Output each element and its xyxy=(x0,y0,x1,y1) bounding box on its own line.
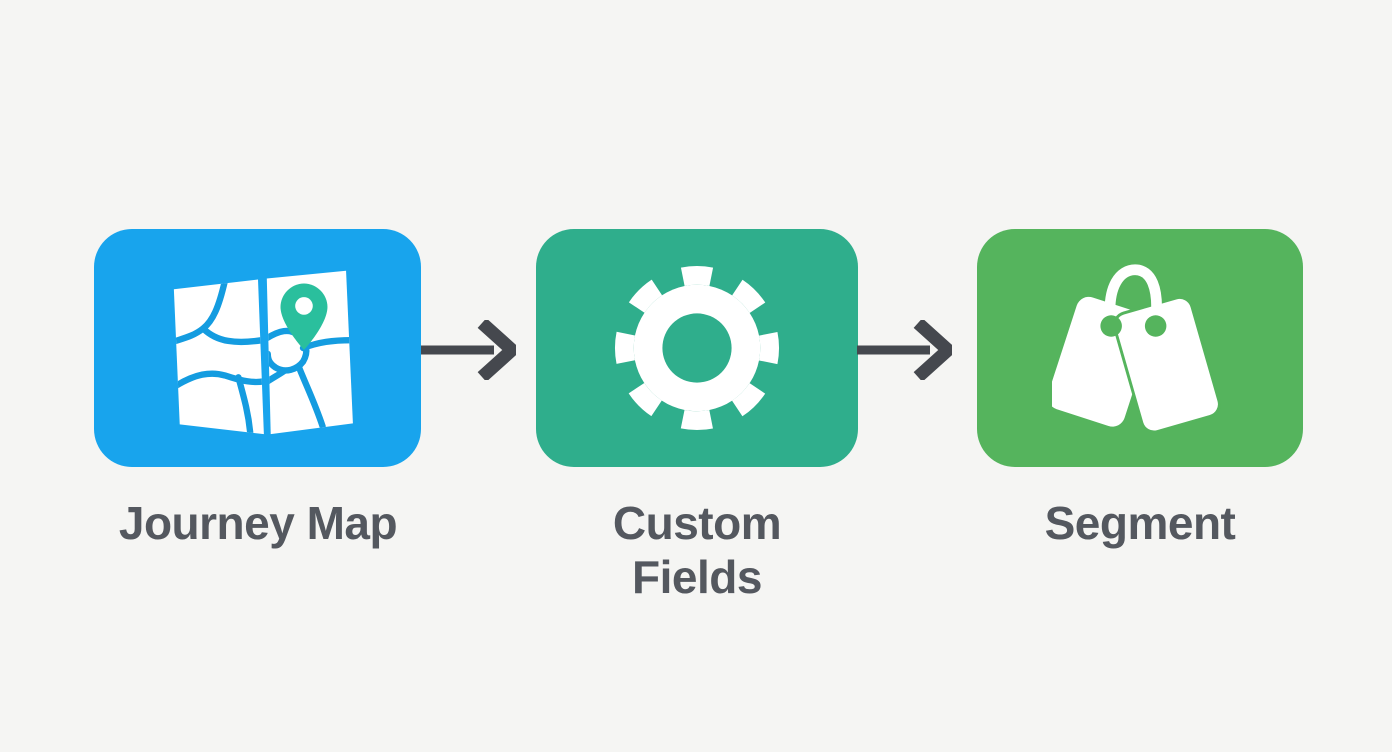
arrow-right-icon xyxy=(421,320,516,380)
node-label-custom-fields: Custom Fields xyxy=(612,497,782,603)
node-label-journey-map: Journey Map xyxy=(118,497,398,549)
arrow-right-icon xyxy=(857,320,952,380)
node-custom-fields xyxy=(536,229,858,467)
map-icon xyxy=(173,270,353,434)
map-pin-icon xyxy=(280,282,327,350)
tag-right xyxy=(1112,296,1221,434)
gear-teeth xyxy=(614,265,780,431)
tags-icon xyxy=(1052,264,1221,434)
tag-rope xyxy=(1104,264,1162,328)
node-label-segment: Segment xyxy=(1044,497,1236,549)
gear-hole xyxy=(662,313,732,383)
gear-icon xyxy=(614,265,780,431)
node-journey-map xyxy=(94,229,421,467)
map-pin-hole xyxy=(294,296,313,315)
node-segment xyxy=(977,229,1303,467)
tag-right-hole xyxy=(1144,315,1167,337)
tag-left-hole xyxy=(1100,315,1122,337)
